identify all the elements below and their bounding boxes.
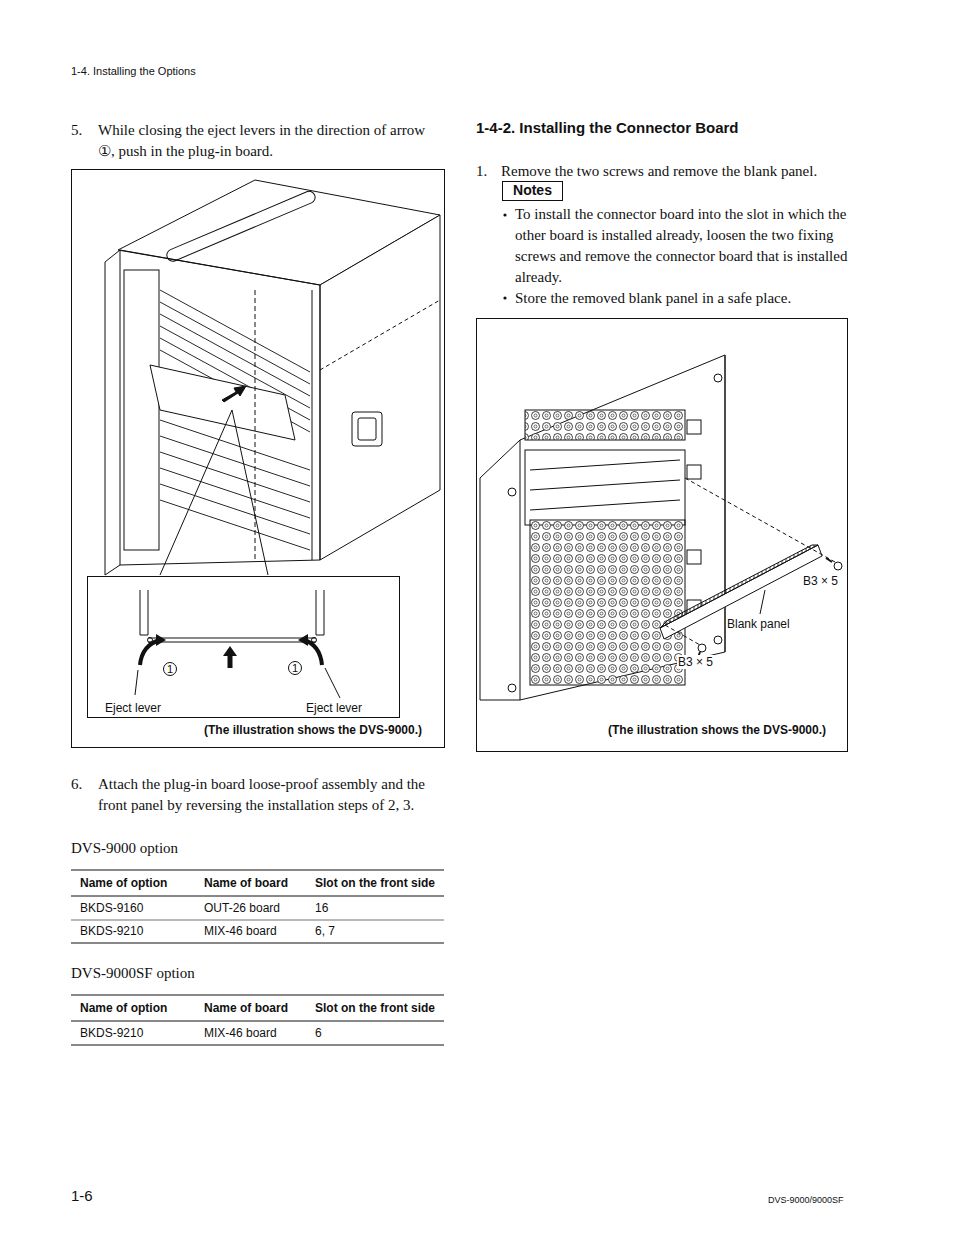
figure-frame: (The illustration shows the DVS-9000.) xyxy=(476,318,848,752)
bullet-dots xyxy=(503,213,506,299)
table-header-cell: Name of board xyxy=(204,876,288,890)
page-number: 1-6 xyxy=(71,1187,93,1204)
step-number: 6. xyxy=(71,774,82,795)
part-name: Eject lever xyxy=(105,701,161,715)
table-cell: BKDS-9210 xyxy=(80,924,143,938)
notes-box: Notes xyxy=(502,181,563,201)
figure-caption: (The illustration shows the DVS-9000.) xyxy=(608,723,826,737)
figure-frame: (The illustration shows the DVS-9000.) Ej… xyxy=(71,169,445,748)
table-heading: DVS-9000SF option xyxy=(71,963,195,984)
table-cell: 6 xyxy=(315,1026,322,1040)
step-text: While closing the eject levers in the di… xyxy=(98,120,444,162)
step-text: Attach the plug-in board loose-proof ass… xyxy=(98,774,444,816)
table-header-cell: Slot on the front side xyxy=(315,876,435,890)
table-cell: 6, 7 xyxy=(315,924,335,938)
model-footer: DVS-9000/9000SF xyxy=(768,1195,844,1205)
screw-label: B3 × 5 xyxy=(802,574,839,588)
running-header: 1-4. Installing the Options xyxy=(71,65,196,77)
table-cell: 16 xyxy=(315,901,328,915)
section-heading: 1-4-2. Installing the Connector Board xyxy=(476,119,739,136)
table-cell: BKDS-9210 xyxy=(80,1026,143,1040)
figure-caption: (The illustration shows the DVS-9000.) xyxy=(204,723,422,737)
table-cell: MIX-46 board xyxy=(204,1026,277,1040)
note-text: Store the removed blank panel in a safe … xyxy=(515,288,851,309)
callout-number: 1 xyxy=(163,662,177,676)
table-rules xyxy=(71,870,444,1045)
table-header-cell: Name of board xyxy=(204,1001,288,1015)
table-heading: DVS-9000 option xyxy=(71,838,178,859)
step-number: 5. xyxy=(71,120,82,141)
callout-number: 1 xyxy=(288,661,302,675)
box-label: Notes xyxy=(513,182,552,198)
rack-illustration xyxy=(105,180,440,698)
table-header-cell: Name of option xyxy=(80,876,167,890)
part-name: Eject lever xyxy=(306,701,362,715)
table-header-cell: Slot on the front side xyxy=(315,1001,435,1015)
part-name: Blank panel xyxy=(726,617,791,631)
screw-label: B3 × 5 xyxy=(677,655,714,669)
detail-inset: Eject lever Eject lever xyxy=(87,576,400,718)
step-text: Remove the two screws and remove the bla… xyxy=(501,161,851,182)
table-cell: MIX-46 board xyxy=(204,924,277,938)
connector-rack-illustration xyxy=(480,355,842,700)
step-number: 1. xyxy=(476,161,487,182)
note-text: To install the connector board into the … xyxy=(515,204,851,288)
table-cell: BKDS-9160 xyxy=(80,901,143,915)
table-header-cell: Name of option xyxy=(80,1001,167,1015)
table-cell: OUT-26 board xyxy=(204,901,280,915)
